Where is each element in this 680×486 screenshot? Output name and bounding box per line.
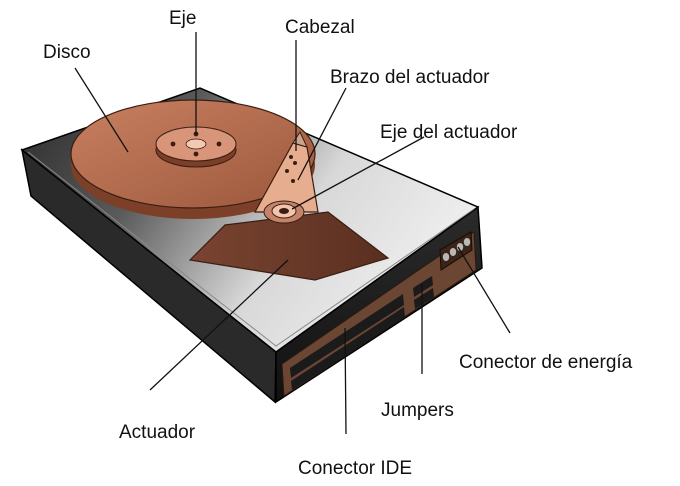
label-eje-del-actuador: Eje del actuador bbox=[380, 122, 518, 143]
label-eje: Eje bbox=[169, 8, 197, 29]
leader-lines bbox=[74, 32, 511, 435]
label-brazo-del-actuador: Brazo del actuador bbox=[330, 67, 490, 88]
label-jumpers: Jumpers bbox=[381, 400, 454, 421]
actuator-pivot bbox=[263, 200, 305, 224]
label-actuador: Actuador bbox=[119, 422, 196, 443]
ide-connector bbox=[290, 294, 405, 390]
spindle bbox=[155, 126, 237, 168]
label-conector-ide: Conector IDE bbox=[298, 458, 413, 479]
actuator bbox=[188, 211, 390, 281]
jumper-block bbox=[413, 276, 434, 309]
label-conector-de-energia: Conector de energía bbox=[459, 352, 633, 373]
label-disco: Disco bbox=[43, 42, 91, 63]
connector-panel bbox=[281, 231, 477, 397]
label-cabezal: Cabezal bbox=[285, 17, 355, 38]
power-connector bbox=[439, 231, 473, 271]
